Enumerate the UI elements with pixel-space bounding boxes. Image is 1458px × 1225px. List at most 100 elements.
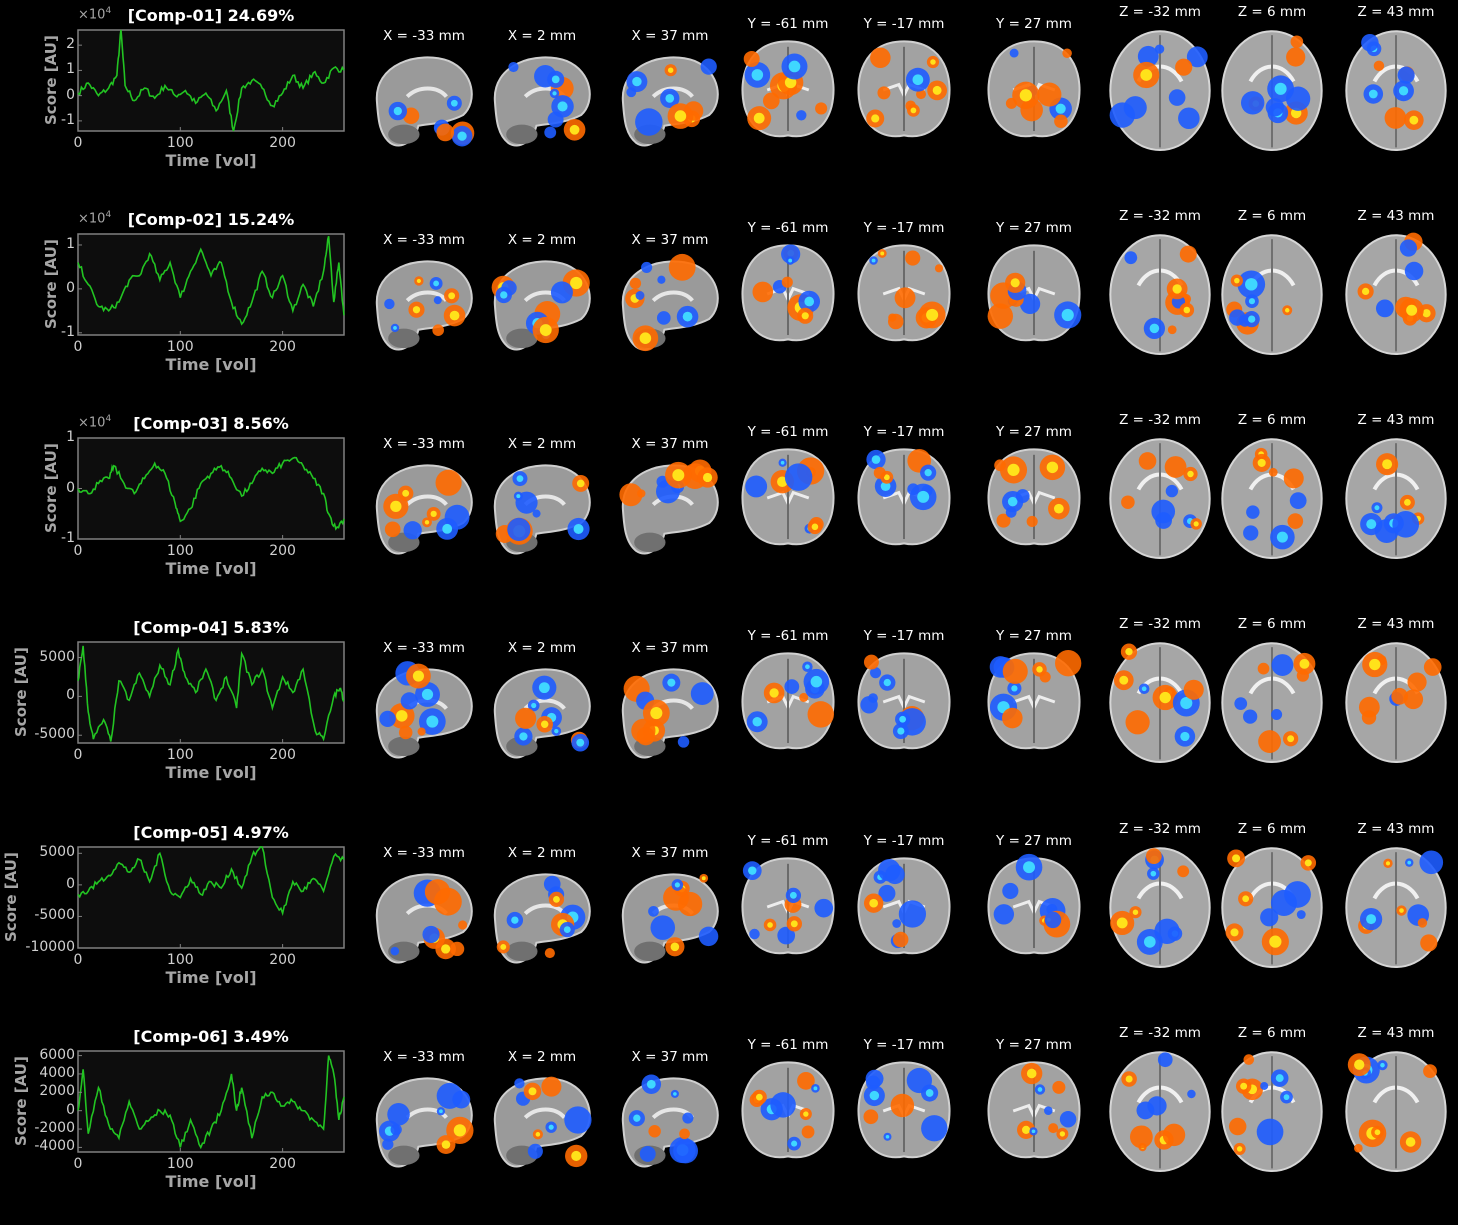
component-title: [Comp-02] 15.24% [127, 210, 295, 229]
slice-label: Z = 43 mm [1357, 616, 1435, 632]
slice-label: Y = -17 mm [863, 833, 945, 849]
axial-slice-image [1109, 1051, 1211, 1173]
brain-coronal-map [987, 40, 1081, 138]
brain-coronal-map [741, 40, 835, 138]
sagittal-slice-image [375, 1077, 474, 1168]
slice-label: Y = -61 mm [747, 628, 829, 644]
brain-sagittal-map [621, 668, 719, 759]
sagittal-slice-image [621, 873, 719, 964]
sagittal-slice-image [375, 464, 473, 555]
y-tick-label: 1 [66, 429, 75, 445]
brain-axial-map [1221, 234, 1323, 356]
brain-sagittal-map [621, 1074, 719, 1168]
slice-label: Y = -61 mm [747, 424, 829, 440]
brain-axial-map [1345, 30, 1447, 152]
slice-label: X = 2 mm [507, 28, 577, 44]
slice-label: Y = -61 mm [747, 16, 829, 32]
slice-label: X = -33 mm [383, 232, 465, 248]
component-title: [Comp-04] 5.83% [133, 618, 289, 637]
slice-label: Y = 27 mm [996, 220, 1072, 236]
x-tick-label: 200 [269, 1156, 296, 1172]
brain-axial-map [1221, 30, 1323, 152]
x-tick-label: 200 [269, 339, 296, 355]
slice-label: Z = 6 mm [1237, 616, 1307, 632]
sagittal-slice-image [493, 464, 591, 555]
slice-label: X = 37 mm [631, 845, 709, 861]
brain-axial-map [1109, 1051, 1211, 1173]
slice-label: X = 2 mm [507, 1049, 577, 1065]
slice-label: X = 2 mm [507, 845, 577, 861]
slice-label: X = -33 mm [383, 1049, 465, 1065]
slice-label: X = 37 mm [631, 1049, 709, 1065]
slice-label: X = 37 mm [631, 640, 709, 656]
brain-coronal-map [857, 40, 951, 138]
coronal-slice-image [987, 650, 1082, 750]
x-tick-label: 200 [269, 543, 296, 559]
x-tick-label: 200 [269, 952, 296, 968]
x-tick-label: 100 [166, 339, 194, 355]
brain-coronal-map [741, 448, 835, 546]
coronal-slice-image [741, 1061, 835, 1159]
sagittal-slice-image [493, 668, 591, 759]
y-axis-label: Score [AU] [12, 646, 30, 737]
brain-coronal-map [987, 448, 1081, 546]
slice-label: Y = -17 mm [863, 424, 945, 440]
axis-exponent: ×104 [78, 210, 112, 227]
axial-slice-image [1109, 30, 1211, 152]
sagittal-slice-image [621, 253, 719, 352]
brain-axial-map [1221, 1051, 1323, 1173]
y-tick-label: -4000 [34, 1138, 75, 1155]
y-tick-label: -1 [61, 111, 75, 128]
slice-label: Z = 6 mm [1237, 821, 1307, 837]
x-axis-label: Time [vol] [165, 151, 257, 170]
y-axis-label: Score [AU] [42, 238, 60, 329]
slice-label: Z = -32 mm [1119, 4, 1201, 20]
axial-slice-image [1109, 438, 1211, 560]
slice-label: X = 37 mm [631, 28, 709, 44]
brain-coronal-map [741, 857, 835, 955]
x-tick-label: 100 [166, 543, 194, 559]
brain-axial-map [1345, 438, 1447, 560]
x-tick-label: 100 [166, 747, 194, 763]
brain-axial-map [1345, 232, 1447, 356]
slice-label: Z = 43 mm [1357, 4, 1435, 20]
slice-label: Y = 27 mm [996, 424, 1072, 440]
sagittal-slice-image [375, 56, 475, 147]
x-axis-label: Time [vol] [165, 1172, 257, 1191]
y-tick-label: 2000 [39, 1083, 75, 1100]
axial-slice-image [1221, 438, 1323, 560]
plot-area [77, 437, 345, 540]
axial-slice-image [1221, 847, 1323, 969]
y-tick-label: -1 [61, 530, 75, 546]
slice-label: Z = 43 mm [1357, 208, 1435, 224]
y-tick-label: 0 [66, 279, 75, 296]
coronal-slice-image [741, 652, 835, 750]
slice-label: Y = -61 mm [747, 833, 829, 849]
slice-label: Y = 27 mm [996, 16, 1072, 32]
x-axis-label: Time [vol] [165, 968, 257, 987]
slice-label: Y = -17 mm [863, 16, 945, 32]
slice-label: X = -33 mm [383, 845, 465, 861]
brain-coronal-map [987, 1061, 1081, 1159]
brain-axial-map [1221, 847, 1323, 969]
slice-label: Z = 43 mm [1357, 821, 1435, 837]
slice-label: Y = 27 mm [996, 628, 1072, 644]
sagittal-slice-image [491, 260, 591, 351]
axial-slice-image [1345, 438, 1447, 560]
axis-exponent: ×104 [78, 6, 112, 23]
y-tick-label: 5000 [39, 648, 75, 665]
y-tick-label: 2 [66, 36, 75, 53]
brain-sagittal-map [493, 56, 591, 147]
brain-axial-map [1109, 30, 1211, 152]
slice-label: Z = 6 mm [1237, 4, 1307, 20]
brain-sagittal-map [375, 1077, 474, 1168]
y-tick-label: 1 [66, 61, 75, 78]
x-tick-label: 100 [166, 952, 194, 968]
axial-slice-image [1221, 1051, 1323, 1173]
